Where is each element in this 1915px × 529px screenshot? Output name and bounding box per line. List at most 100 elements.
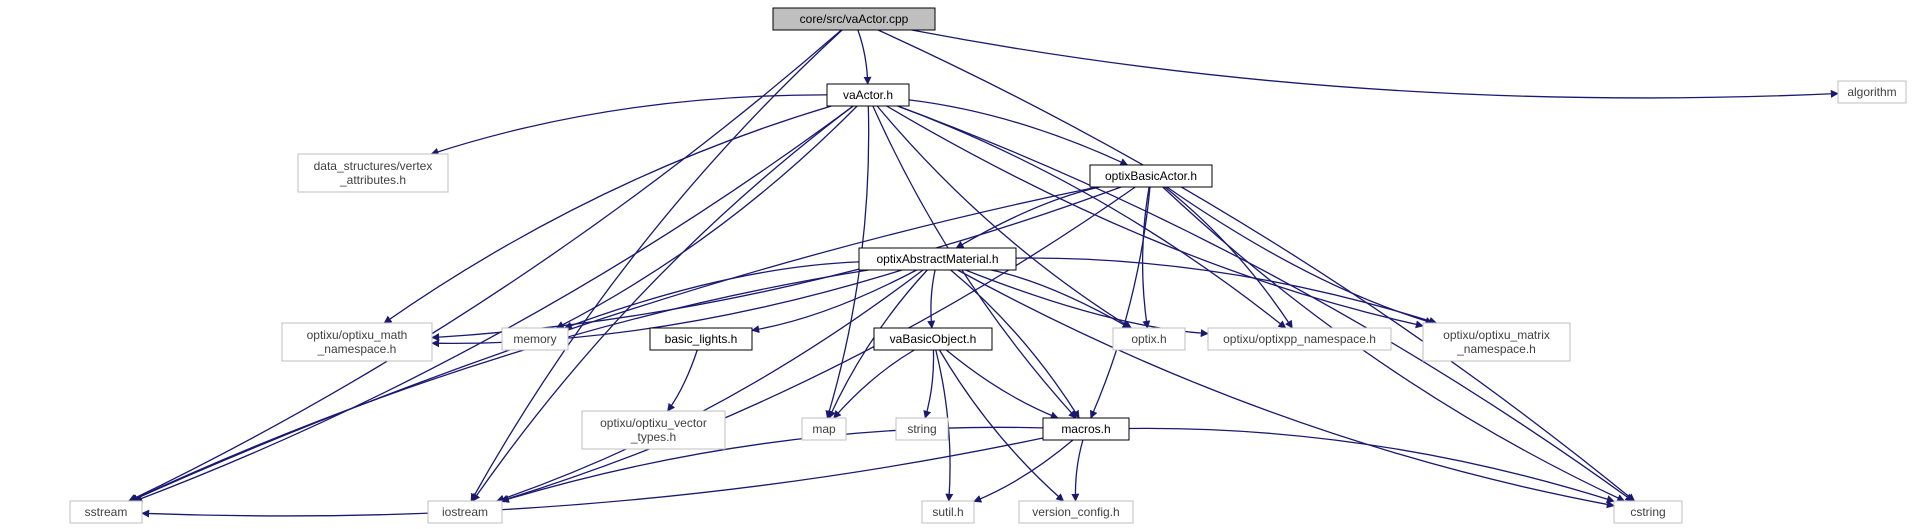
node-box-memory (501, 327, 569, 351)
node-label-string-0: string (907, 422, 936, 436)
edge-vaBasicObject-to-map (833, 349, 915, 419)
node-map: map (801, 417, 847, 441)
edge-vaBasicObject-to-macros_h (945, 349, 1059, 420)
node-vaBasicObject[interactable]: vaBasicObject.h (873, 327, 993, 351)
edge-macros_h-to-sstream (141, 437, 1044, 518)
node-string: string (895, 417, 949, 441)
edge-macros_h-to-iostream (500, 426, 1044, 503)
edge-vaActor_cpp-to-sstream (128, 29, 842, 502)
edge-vaActor_h-to-optix_h (876, 105, 1132, 329)
node-label-optix_h-0: optix.h (1131, 332, 1166, 346)
node-box-sstream (69, 500, 143, 524)
node-label-vaActor_cpp-0: core/src/vaActor.cpp (800, 12, 909, 26)
node-label-data_structures-0: data_structures/vertex (314, 159, 433, 173)
edge-optixBasicActor-to-optixAbstractMaterial (955, 186, 1101, 249)
edge-vaActor_cpp-to-iostream (470, 29, 843, 502)
node-optixu_vector: optixu/optixu_vector_types.h (581, 410, 726, 450)
node-label-optixu_matrix-1: _namespace.h (1456, 342, 1536, 356)
node-optixpp: optixu/optixpp_namespace.h (1207, 327, 1392, 351)
node-box-data_structures (297, 153, 449, 193)
node-iostream: iostream (427, 500, 503, 524)
node-box-map (801, 417, 847, 441)
node-label-iostream-0: iostream (442, 505, 488, 519)
edge-macros_h-to-version_config (1071, 439, 1084, 502)
edge-vaActor_h-to-optixpp (897, 105, 1287, 329)
node-box-vaActor_h[interactable] (826, 83, 910, 107)
node-label-optixu_matrix-0: optixu/optixu_matrix (1443, 328, 1550, 342)
edge-optixBasicActor-to-cstring (1162, 186, 1626, 502)
edge-optixAbstractMaterial-to-vaBasicObject (927, 269, 936, 329)
edge-optixAbstractMaterial-to-optixu_matrix (1015, 257, 1438, 325)
edge-optixBasicActor-to-optixu_math (431, 186, 1122, 342)
edge-optixBasicActor-to-optixpp (1164, 186, 1293, 329)
node-label-optixu_math-1: _namespace.h (317, 342, 397, 356)
edge-vaActor_cpp-to-cstring (877, 29, 1636, 502)
node-optixAbstractMaterial[interactable]: optixAbstractMaterial.h (858, 247, 1017, 271)
node-optixu_math: optixu/optixu_math_namespace.h (281, 322, 433, 362)
node-box-version_config (1018, 500, 1134, 524)
node-box-basic_lights[interactable] (649, 327, 753, 351)
node-optixu_matrix: optixu/optixu_matrix_namespace.h (1422, 322, 1571, 362)
node-box-optixAbstractMaterial[interactable] (858, 247, 1017, 271)
node-label-vaBasicObject-0: vaBasicObject.h (890, 332, 977, 346)
node-box-optixBasicActor[interactable] (1089, 164, 1213, 188)
node-box-algorithm (1837, 80, 1907, 104)
node-label-version_config-0: version_config.h (1032, 505, 1119, 519)
node-memory: memory (501, 327, 569, 351)
edge-vaActor_h-to-optixBasicActor (908, 99, 1129, 166)
node-vaActor_h[interactable]: vaActor.h (826, 83, 910, 107)
node-box-optixu_matrix (1422, 322, 1571, 362)
edge-optixBasicActor-to-iostream (499, 186, 1136, 503)
node-basic_lights[interactable]: basic_lights.h (649, 327, 753, 351)
node-optix_h: optix.h (1112, 327, 1186, 351)
edge-optixAbstractMaterial-to-optixu_math (431, 269, 903, 348)
edge-optixAbstractMaterial-to-memory (563, 261, 860, 330)
node-label-optixAbstractMaterial-0: optixAbstractMaterial.h (876, 252, 998, 266)
edge-vaActor_h-to-data_structures (430, 94, 828, 156)
node-label-basic_lights-0: basic_lights.h (665, 332, 738, 346)
edge-vaActor_h-to-memory (555, 105, 858, 329)
node-label-algorithm-0: algorithm (1847, 85, 1896, 99)
edge-optixBasicActor-to-sstream (129, 186, 1098, 502)
node-label-macros_h-0: macros.h (1061, 422, 1110, 436)
node-data_structures: data_structures/vertex_attributes.h (297, 153, 449, 193)
edge-vaActor_h-to-sstream (134, 105, 854, 503)
nodes-layer: core/src/vaActor.cpp vaActor.h algorithm da… (69, 7, 1907, 524)
node-label-data_structures-1: _attributes.h (339, 173, 406, 187)
edge-optixAbstractMaterial-to-sstream (129, 269, 869, 502)
node-box-macros_h[interactable] (1042, 417, 1130, 441)
node-label-optixu_vector-0: optixu/optixu_vector (600, 416, 707, 430)
edge-macros_h-to-sutil_h (973, 439, 1074, 503)
node-label-optixpp-0: optixu/optixpp_namespace.h (1223, 332, 1376, 346)
edge-optixAbstractMaterial-to-macros_h (950, 269, 1080, 419)
edge-vaActor_h-to-iostream (472, 105, 854, 502)
node-box-vaActor_cpp[interactable] (772, 7, 936, 31)
edge-vaActor_h-to-cstring (897, 105, 1634, 502)
node-macros_h[interactable]: macros.h (1042, 417, 1130, 441)
node-label-cstring-0: cstring (1630, 505, 1665, 519)
edge-vaActor_h-to-macros_h (872, 105, 1077, 419)
node-box-cstring (1613, 500, 1683, 524)
node-box-optixpp (1207, 327, 1392, 351)
node-optixBasicActor[interactable]: optixBasicActor.h (1089, 164, 1213, 188)
edge-vaActor_cpp-to-algorithm (911, 29, 1839, 99)
edge-optixBasicActor-to-macros_h (1089, 186, 1151, 419)
edge-vaBasicObject-to-string (923, 349, 935, 419)
edge-vaActor_cpp-to-vaActor_h (857, 29, 872, 85)
edge-optixAbstractMaterial-to-basic_lights (751, 269, 917, 334)
node-label-optixBasicActor-0: optixBasicActor.h (1105, 169, 1197, 183)
node-box-sutil_h (921, 500, 975, 524)
node-vaActor_cpp[interactable]: core/src/vaActor.cpp (772, 7, 936, 31)
edge-basic_lights-to-optixu_vector (667, 349, 698, 412)
edge-optixBasicActor-to-optix_h (1141, 186, 1151, 329)
node-box-vaBasicObject[interactable] (873, 327, 993, 351)
node-label-memory-0: memory (513, 332, 556, 346)
node-label-sutil_h-0: sutil.h (932, 505, 963, 519)
edge-optixAbstractMaterial-to-iostream (496, 269, 924, 503)
node-cstring: cstring (1613, 500, 1683, 524)
node-box-iostream (427, 500, 503, 524)
node-label-map-0: map (812, 422, 836, 436)
edge-vaActor_h-to-optixu_math (383, 105, 832, 324)
edge-optixAbstractMaterial-to-cstring (957, 269, 1615, 509)
